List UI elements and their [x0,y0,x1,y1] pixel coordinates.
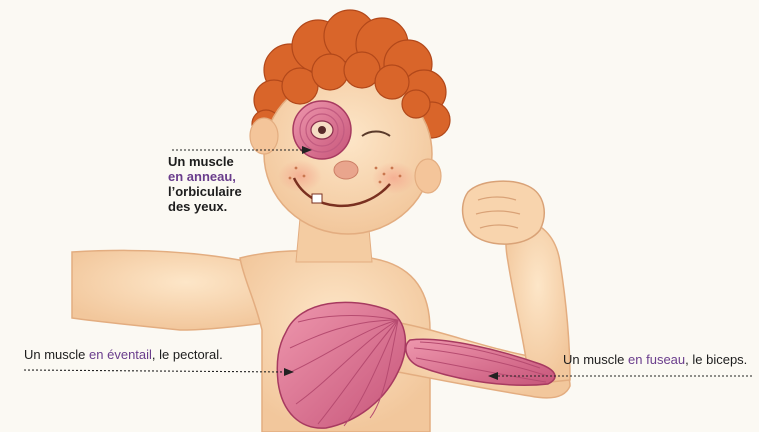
label-fan-type: en éventail [89,347,152,362]
tooth [312,194,322,203]
label-spindle-suffix: , le biceps. [685,352,747,367]
label-ring-name-2: des yeux. [168,199,242,214]
label-spindle-type: en fuseau [628,352,685,367]
label-ring-prefix: Un muscle [168,154,242,169]
nose [334,161,358,179]
label-ring-name-1: l’orbiculaire [168,184,242,199]
right-ear [415,159,441,193]
label-fan-prefix: Un muscle [24,347,89,362]
label-fan-suffix: , le pectoral. [152,347,223,362]
label-spindle-prefix: Un muscle [563,352,628,367]
label-ring-muscle: Un muscle en anneau, l’orbiculaire des y… [168,154,242,214]
label-fan-muscle: Un muscle en éventail, le pectoral. [24,347,223,362]
left-ear [250,118,278,154]
label-spindle-muscle: Un muscle en fuseau, le biceps. [563,352,747,367]
label-ring-type: en anneau, [168,169,242,184]
leader-line-fan [24,370,288,372]
fist [463,181,545,244]
